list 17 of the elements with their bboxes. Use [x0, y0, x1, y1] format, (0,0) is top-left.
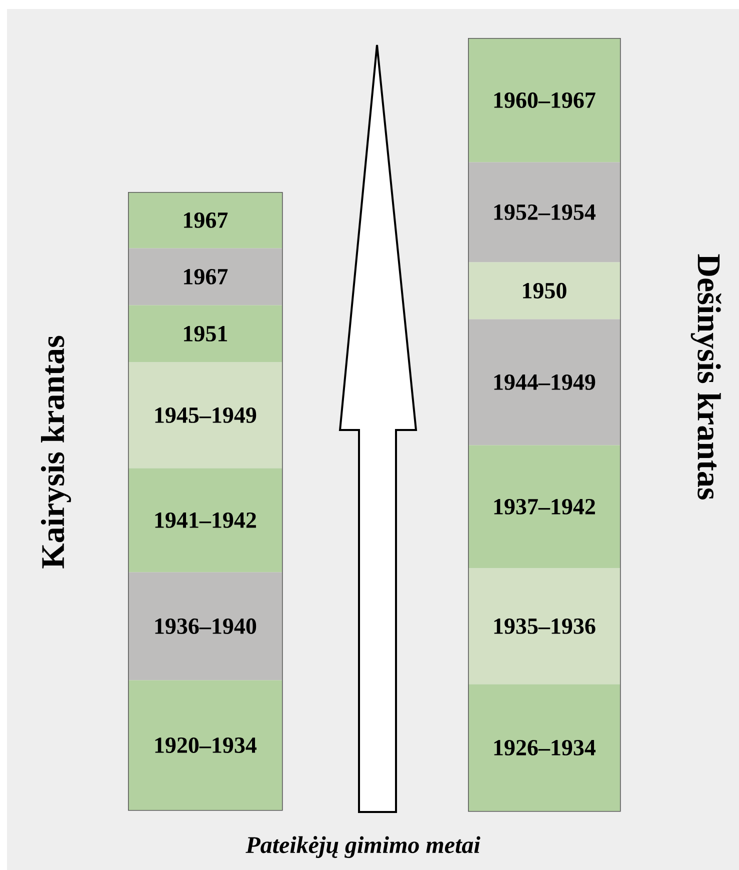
band: 1937–1942 [468, 445, 620, 568]
band: 1960–1967 [468, 38, 620, 162]
band: 1926–1934 [468, 684, 620, 812]
band: 1967 [128, 192, 282, 248]
column-heading: Kairysis krantas [41, 336, 71, 568]
band: 1951 [128, 305, 282, 362]
band: 1950 [468, 262, 620, 320]
band: 1944–1949 [468, 319, 620, 446]
band: 1967 [128, 248, 282, 306]
axis-label: Pateikėjų gimimo metai [246, 836, 480, 858]
band: 1952–1954 [468, 162, 620, 262]
band: 1936–1940 [128, 572, 282, 680]
band: 1920–1934 [128, 680, 282, 810]
column-heading: Dešinysis krantas [690, 254, 722, 500]
band: 1935–1936 [468, 568, 620, 684]
band: 1941–1942 [128, 468, 282, 572]
band: 1945–1949 [128, 362, 282, 468]
